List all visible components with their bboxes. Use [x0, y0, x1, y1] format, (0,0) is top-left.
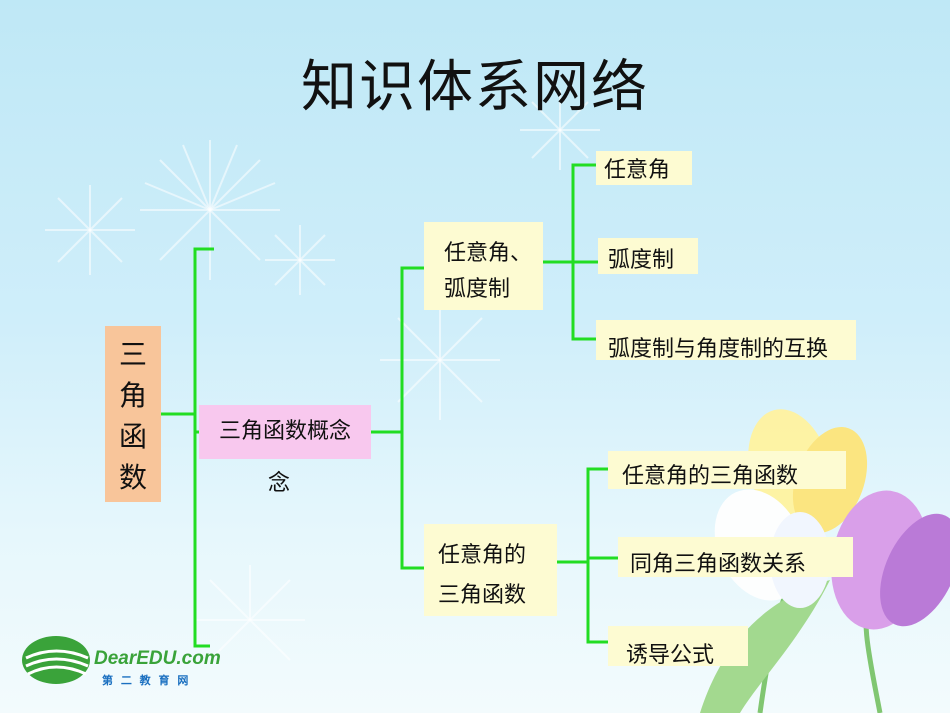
firework-1 — [140, 140, 280, 280]
connector-lines — [161, 163, 618, 648]
node-line: 任意角、 — [444, 241, 533, 266]
firework-2 — [380, 300, 500, 420]
logo-subtitle: 第 二 教 育 网 — [102, 674, 191, 687]
leaf-trig-of-arbitrary-angle: 任意角的三角函数 — [608, 451, 846, 489]
node-line: 任意角的 — [438, 543, 527, 568]
leaf-reduction-formulas: 诱导公式 — [608, 626, 748, 668]
root-char: 数 — [118, 460, 147, 494]
firework-5 — [520, 90, 600, 170]
page-title: 知识体系网络 — [301, 55, 649, 120]
node-trig-functions: 任意角的 三角函数 — [424, 524, 557, 616]
dearedu-logo: DearEDU.com 第 二 教 育 网 — [18, 630, 238, 690]
root-char: 三 — [118, 337, 147, 371]
leaf-radian-degree-conversion: 弧度制与角度制的互换 — [596, 320, 856, 360]
node-angle-radian: 任意角、 弧度制 — [424, 222, 543, 310]
logo-mark-icon — [22, 636, 90, 684]
firework-6 — [195, 565, 305, 661]
node-line: 弧度制 — [444, 277, 511, 302]
firework-4 — [265, 225, 335, 295]
node-line: 三角函数 — [438, 583, 527, 608]
root-char: 角 — [118, 378, 147, 412]
root-node: 三 角 函 数 — [105, 326, 161, 502]
concept-overflow-text: 念 — [268, 471, 291, 496]
logo-text: DearEDU.com — [94, 648, 221, 669]
root-char: 函 — [118, 419, 147, 453]
firework-3 — [45, 185, 135, 275]
leaf-radian: 弧度制 — [598, 238, 698, 274]
concept-node: 三角函数概念 — [199, 405, 371, 459]
leaf-same-angle-relations: 同角三角函数关系 — [618, 537, 853, 577]
leaf-arbitrary-angle: 任意角 — [596, 151, 692, 185]
